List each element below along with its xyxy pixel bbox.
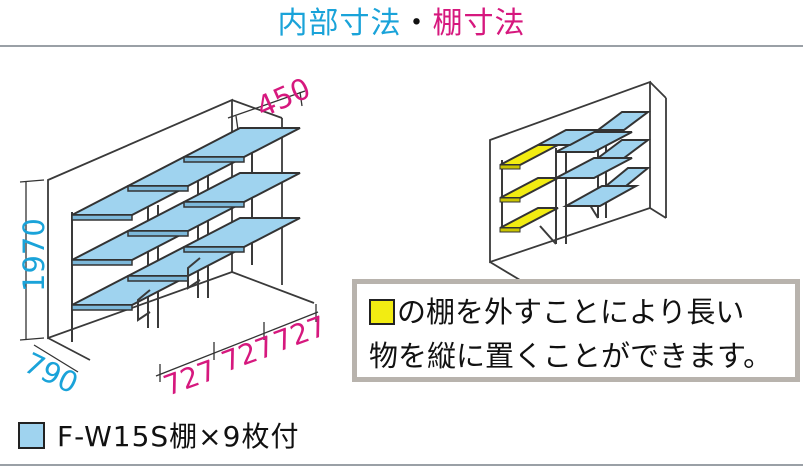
right-shelf-blue	[595, 111, 651, 131]
right-shelf-yellow-middle	[499, 177, 559, 199]
title-shelf-dimensions: 棚寸法	[432, 6, 526, 41]
right-shelf-blue	[603, 167, 651, 187]
title-inner-dimensions: 内部寸法	[277, 6, 402, 41]
right-shelf-blue	[562, 185, 640, 207]
top-divider	[0, 45, 803, 47]
width-label-3: 727	[269, 309, 331, 358]
right-shelf-yellow-bottom	[499, 207, 559, 229]
blue-shelf-swatch	[18, 421, 45, 449]
note-line-2: 物を縦に置くことができます。	[369, 339, 773, 373]
width-label-1: 727	[159, 353, 221, 402]
shelf-depth-label: 450	[251, 71, 315, 125]
page-title: 内部寸法・棚寸法	[0, 4, 803, 44]
note-box: の棚を外すことにより長い 物を縦に置くことができます。	[352, 279, 800, 382]
height-label: 1970	[17, 218, 51, 292]
note-text-1: の棚を外すことにより長い	[397, 295, 745, 329]
right-shelf-yellow-top	[499, 144, 559, 166]
bottom-divider	[0, 464, 803, 466]
left-dimension-lines	[19, 90, 319, 382]
depth-label: 790	[19, 346, 84, 401]
width-label-2: 727	[217, 329, 279, 378]
left-shed-outline	[47, 98, 315, 361]
left-shelving-unit	[71, 127, 301, 342]
legend: F-W15S棚×9枚付	[18, 418, 300, 453]
right-shelving-unit	[499, 111, 651, 245]
right-shelf-blue	[537, 129, 599, 146]
title-separator: ・	[401, 6, 433, 41]
note-line-1: の棚を外すことにより長い	[369, 290, 785, 334]
legend-text: F-W15S棚×9枚付	[57, 420, 300, 453]
right-shelf-blue	[595, 139, 651, 159]
right-shelf-blue	[555, 157, 633, 179]
yellow-shelf-swatch	[369, 299, 395, 325]
